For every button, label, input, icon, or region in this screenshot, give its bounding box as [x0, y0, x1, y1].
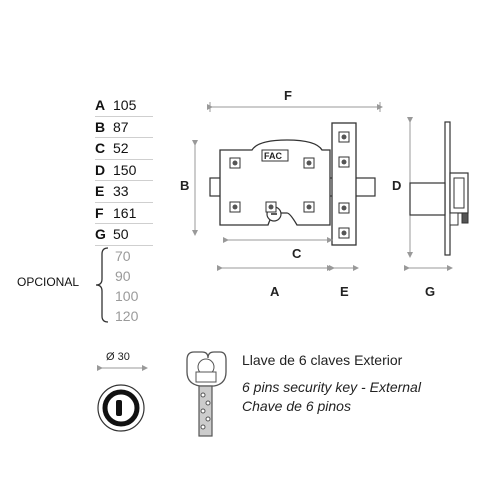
dimension-label-e: E	[340, 284, 349, 299]
dimension-value: 150	[113, 161, 137, 178]
dimension-value: 87	[113, 118, 129, 135]
dimension-letter: G	[95, 226, 106, 243]
dimension-label-a: A	[270, 284, 280, 299]
dimension-value: 105	[113, 97, 137, 114]
optional-value: 70	[115, 248, 131, 264]
dimension-line-f	[207, 102, 383, 112]
side-view	[409, 121, 469, 256]
dimension-letter: A	[95, 97, 106, 114]
optional-values: 70 90 100 120	[115, 246, 155, 326]
dimension-row-c: C 52	[95, 138, 153, 160]
dimension-row-a: A 105	[95, 95, 153, 117]
key-description-es: Llave de 6 claves Exterior	[242, 352, 403, 368]
optional-value: 100	[115, 288, 139, 304]
optional-value: 90	[115, 268, 131, 284]
dimension-label-b: B	[180, 178, 189, 193]
dimension-table: A 105 B 87 C 52 D 150 E 33 F 161 G 50	[95, 95, 153, 246]
dimension-letter: C	[95, 140, 106, 157]
screw-icon	[229, 157, 315, 213]
brand-logo: FAC	[264, 151, 283, 161]
dimension-letter: E	[95, 183, 105, 200]
strike-plate	[331, 122, 357, 246]
dimension-row-e: E 33	[95, 181, 153, 203]
optional-value: 120	[115, 308, 139, 324]
dimension-letter: B	[95, 118, 106, 135]
key-description-en: 6 pins security key - External	[242, 379, 421, 395]
dimension-row-f: F 161	[95, 203, 153, 224]
dimension-row-d: D 150	[95, 160, 153, 181]
key-icon	[186, 351, 227, 437]
dimension-label-f: F	[284, 88, 292, 103]
dimension-label-g: G	[425, 284, 435, 299]
dimension-letter: D	[95, 161, 106, 178]
dimension-value: 33	[113, 183, 129, 200]
cylinder-diameter-label: Ø 30	[106, 351, 130, 363]
key-description-pt: Chave de 6 pinos	[242, 398, 351, 414]
brace-icon	[95, 247, 109, 323]
dimension-value: 161	[113, 204, 137, 221]
dimension-value: 52	[113, 140, 129, 157]
dimension-label-d: D	[392, 178, 401, 193]
dimension-value: 50	[113, 226, 129, 243]
cylinder-front-view	[97, 365, 148, 432]
dimension-row-g: G 50	[95, 224, 153, 246]
dimension-row-b: B 87	[95, 117, 153, 138]
dimension-label-c: C	[292, 246, 302, 261]
dimension-letter: F	[95, 204, 104, 221]
optional-label: OPCIONAL	[17, 275, 80, 289]
